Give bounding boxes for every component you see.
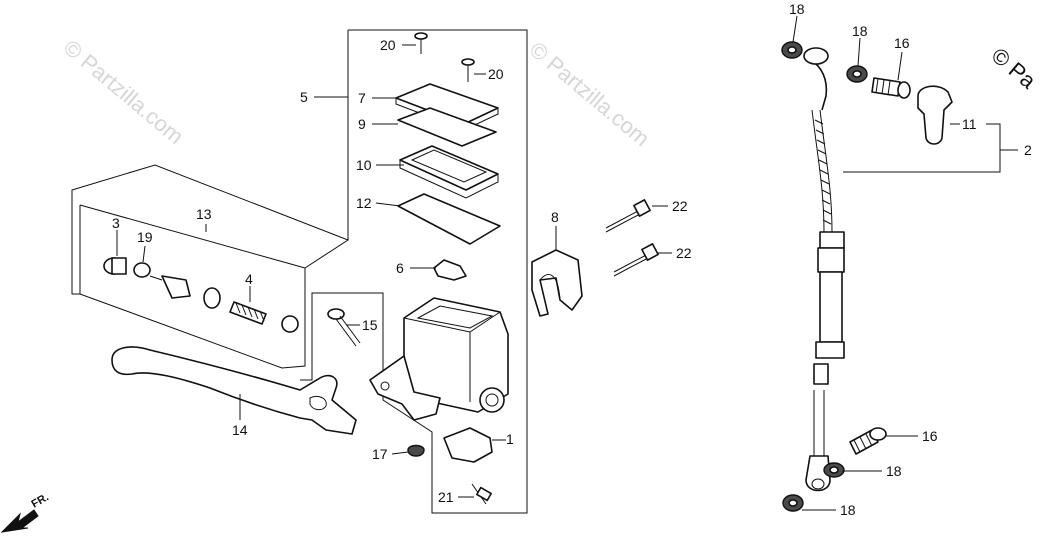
callout-3: 3 [112,215,120,231]
callout-10: 10 [356,157,372,173]
assembly-outline-5 [300,29,528,514]
washer-18-top-right-hole [852,70,862,78]
callout-7: 7 [358,90,366,106]
front-indicator-label: FR. [30,491,51,510]
callout-21: 21 [438,489,454,505]
callout-2: 2 [1024,142,1032,158]
bolt-22-bottom [613,243,659,277]
kit-box-13 [71,164,350,369]
callout-4: 4 [245,271,253,287]
master-cylinder-mount-hole [380,381,390,391]
master-cylinder-reservoir [416,305,494,329]
callout-11: 11 [962,116,977,132]
kit-box-13-inner-top [79,204,306,269]
brake-lever-pivot [309,395,327,411]
boot-11 [917,85,953,145]
callout-16-top: 16 [894,35,910,51]
washer-18-bottom-lower-hole [788,499,798,507]
watermark-right-partial: © Pa [987,43,1041,94]
callout-13: 13 [196,206,212,222]
callout-22-bottom: 22 [676,245,692,261]
piston-kit-parts [103,257,299,333]
diaphragm-10-inner [410,149,488,183]
screw-20-right [461,58,475,82]
brake-hose-2 [803,47,845,492]
master-cylinder-mount [369,355,441,421]
callout-16-bottom: 16 [922,428,938,444]
pivot-bolt-15 [327,308,361,347]
callout-19: 19 [137,229,153,245]
callout-6: 6 [396,260,404,276]
callout-18-bottom-lower: 18 [840,502,856,518]
oil-bolt-16-top [871,77,911,99]
diaphragm-10 [399,145,499,191]
callout-9: 9 [358,116,366,132]
master-cylinder-port-inner [485,393,499,407]
callout-1: 1 [506,431,514,447]
hose-bracket-2 [843,123,1001,173]
master-cylinder-port [479,387,505,413]
leader-lines [116,15,960,511]
callout-20-right: 20 [488,66,504,82]
callout-20-top: 20 [380,37,396,53]
washer-17 [407,444,425,457]
cap-plate-9 [397,107,497,147]
callout-22-top: 22 [672,198,688,214]
callout-12: 12 [356,195,372,211]
washer-18-top-left-hole [787,46,797,54]
brake-lever [111,346,357,435]
brake-switch-1 [443,427,493,463]
holder-8-inner [539,274,561,301]
callout-15: 15 [362,317,378,333]
washer-18-bottom-upper-hole [829,466,839,474]
callout-8: 8 [551,209,559,225]
bolt-22-top [605,199,651,233]
callout-18-bottom-upper: 18 [886,463,902,479]
callout-18-top-right: 18 [852,23,868,39]
screw-21 [471,483,492,505]
oil-bolt-16-bottom [849,427,887,455]
callout-18-top-left: 18 [789,1,805,17]
screw-20-top [414,32,428,54]
plate-6 [433,259,467,281]
callout-5: 5 [300,89,308,105]
callout-14: 14 [232,422,248,438]
watermark-center: © Partzilla.com [525,37,655,151]
float-12 [397,193,501,245]
callout-17: 17 [372,446,388,462]
watermark-left: © Partzilla.com [59,35,189,149]
front-arrow-icon [0,509,39,533]
